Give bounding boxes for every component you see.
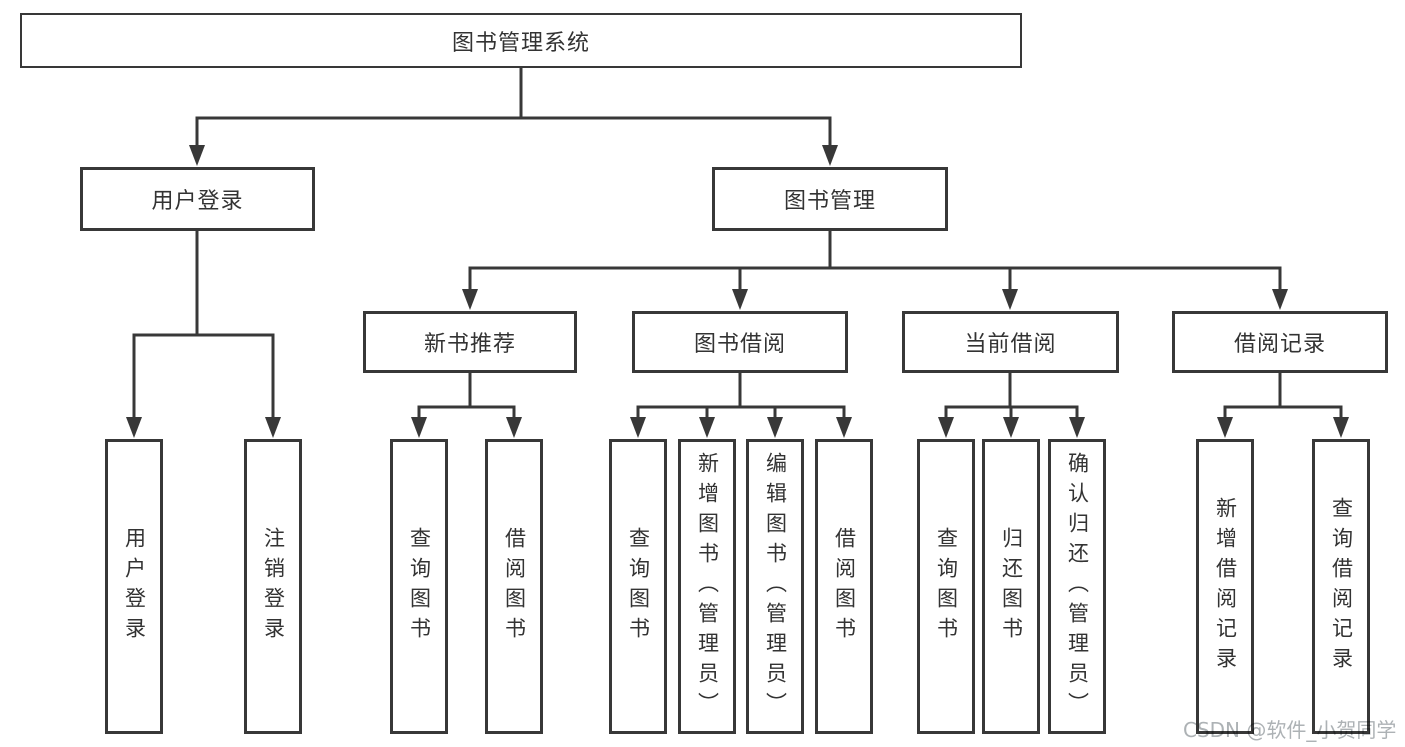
node-leaf-return-books: 归还图书 [982, 439, 1040, 734]
node-new-book-recommendation: 新书推荐 [363, 311, 577, 373]
node-leaf-add-borrow-record: 新增借阅记录 [1196, 439, 1254, 734]
node-leaf-edit-book-admin: 编辑图书（管理员） [746, 439, 804, 734]
node-borrowing-records: 借阅记录 [1172, 311, 1388, 373]
node-label: 当前借阅 [964, 332, 1057, 357]
node-label: 查询图书 [626, 526, 651, 647]
node-label: 图书管理 [783, 189, 876, 214]
node-label: 用户登录 [151, 189, 244, 214]
node-book-borrowing: 图书借阅 [632, 311, 848, 373]
node-label: 新书推荐 [423, 332, 516, 357]
node-label: 借阅图书 [832, 526, 857, 647]
node-label: 图书管理系统 [451, 30, 590, 56]
node-label: 新增图书（管理员） [695, 451, 720, 722]
node-label: 查询借阅记录 [1329, 496, 1354, 677]
node-label: 图书借阅 [693, 332, 786, 357]
node-label: 编辑图书（管理员） [763, 451, 788, 722]
node-leaf-borrow-books: 借阅图书 [485, 439, 543, 734]
node-leaf-query-borrow-record: 查询借阅记录 [1312, 439, 1370, 734]
node-book-management-branch: 图书管理 [712, 167, 948, 231]
node-leaf-logout: 注销登录 [244, 439, 302, 734]
node-leaf-confirm-return-admin: 确认归还（管理员） [1048, 439, 1106, 734]
node-leaf-query-books-3: 查询图书 [917, 439, 975, 734]
node-label: 注销登录 [261, 526, 286, 647]
node-current-borrowing: 当前借阅 [902, 311, 1119, 373]
node-label: 新增借阅记录 [1213, 496, 1238, 677]
node-label: 查询图书 [934, 526, 959, 647]
node-leaf-user-login: 用户登录 [105, 439, 163, 734]
arrowhead-icons [126, 145, 1349, 438]
node-label: 确认归还（管理员） [1065, 451, 1090, 722]
node-leaf-query-books: 查询图书 [390, 439, 448, 734]
node-leaf-add-book-admin: 新增图书（管理员） [678, 439, 736, 734]
tree-connector-path [132, 66, 1343, 422]
node-leaf-borrow-books-2: 借阅图书 [815, 439, 873, 734]
node-user-login-branch: 用户登录 [80, 167, 315, 231]
node-label: 借阅记录 [1233, 332, 1326, 357]
node-label: 归还图书 [999, 526, 1024, 647]
csdn-watermark: CSDN @软件_小贺同学 [1183, 718, 1397, 742]
node-label: 查询图书 [407, 526, 432, 647]
node-library-management-system: 图书管理系统 [20, 13, 1022, 68]
node-label: 用户登录 [122, 526, 147, 647]
node-leaf-query-books-2: 查询图书 [609, 439, 667, 734]
node-label: 借阅图书 [502, 526, 527, 647]
